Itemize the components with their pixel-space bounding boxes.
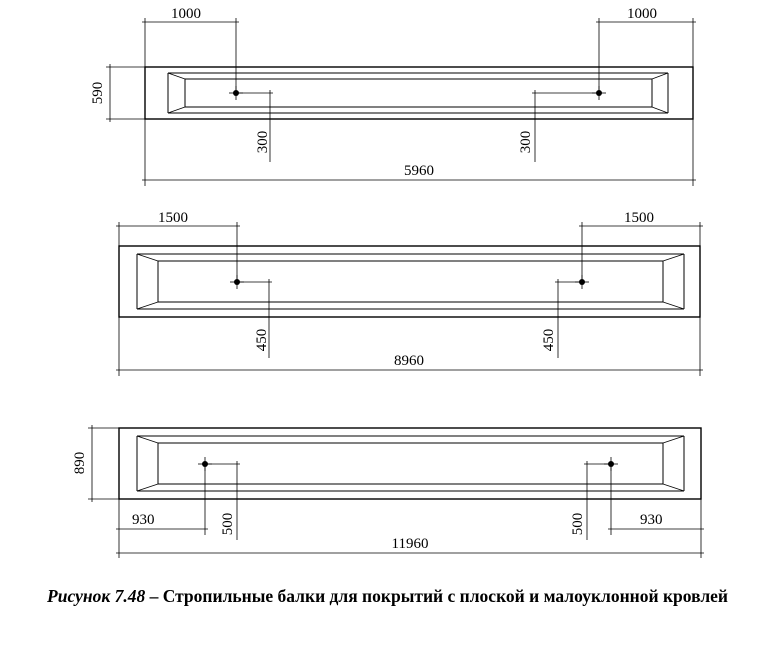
beam-recess	[136, 435, 685, 492]
dim-right-vertical: 500	[570, 513, 586, 536]
dim-right-offset: 1500	[624, 210, 654, 226]
caption-dash: –	[145, 586, 163, 606]
dim-right-vertical: 300	[518, 131, 534, 154]
beam-outline	[118, 245, 701, 318]
beam-recess	[136, 253, 685, 310]
dim-height: 590	[90, 82, 106, 105]
dim-right-vertical: 450	[541, 329, 557, 352]
dim-length: 8960	[394, 353, 424, 369]
beam-outline	[144, 66, 694, 120]
beam-6m: 1000 1000 590 300 300 5960	[90, 6, 696, 186]
beam-9m: 1500 1500 450 450 8960	[116, 210, 703, 376]
caption-text: Стропильные балки для покрытий с плоской…	[162, 586, 728, 606]
dim-left-vertical: 500	[220, 513, 236, 536]
dim-left-vertical: 450	[254, 329, 270, 352]
dim-left-offset: 1000	[171, 6, 201, 22]
beam-recess	[167, 72, 669, 114]
dim-left-offset: 1500	[158, 210, 188, 226]
beam-outline	[118, 427, 702, 500]
dim-left-vertical: 300	[255, 131, 271, 154]
dim-height: 890	[72, 452, 88, 475]
dim-right-offset: 1000	[627, 6, 657, 22]
dim-length: 5960	[404, 163, 434, 179]
beam-12m: 890 500 500 930 930 11960	[72, 425, 704, 558]
figure-label: Рисунок 7.48	[47, 586, 146, 606]
dim-right-offset: 930	[640, 512, 663, 528]
dim-left-offset: 930	[132, 512, 155, 528]
beam-drawings: 1000 1000 590 300 300 5960	[72, 6, 704, 558]
figure-caption: Рисунок 7.48 – Стропильные балки для пок…	[0, 584, 775, 608]
dim-length: 11960	[392, 536, 429, 552]
